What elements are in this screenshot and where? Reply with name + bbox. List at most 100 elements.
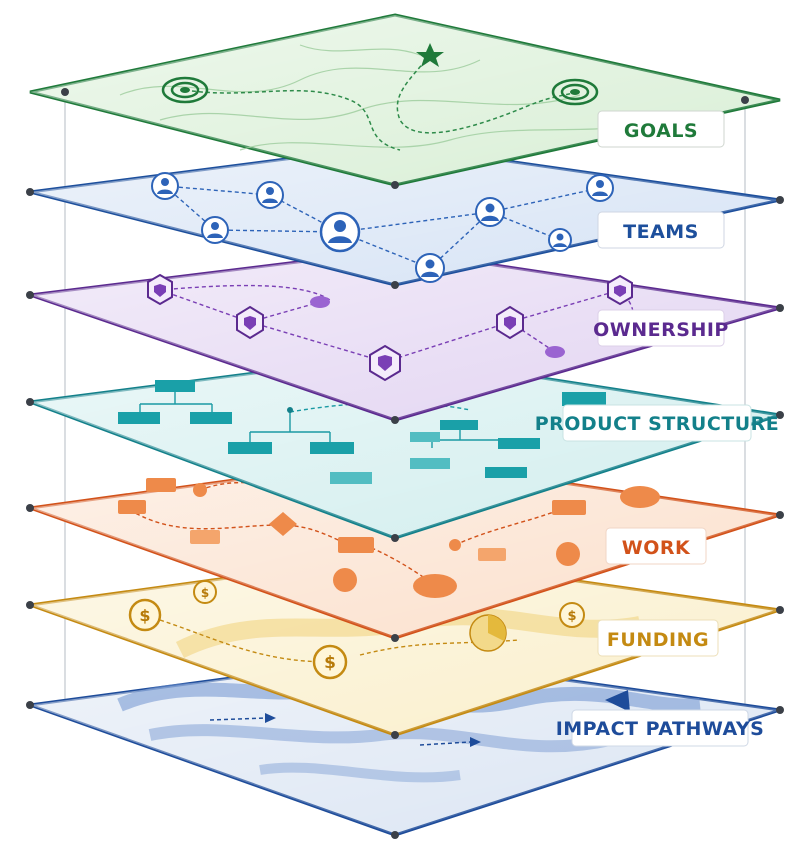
person-icon [319, 211, 361, 253]
pathway-band [259, 762, 461, 783]
post-cap [776, 304, 784, 312]
post-cap [776, 196, 784, 204]
dollar-icon: $ [312, 644, 348, 680]
star-icon [416, 43, 444, 67]
layer-product-structure [26, 353, 784, 542]
work-node [556, 542, 580, 566]
person-icon [548, 228, 572, 252]
work-task [118, 500, 146, 514]
svg-text:$: $ [201, 586, 209, 600]
funding-flow [159, 619, 331, 663]
post-cap [61, 88, 69, 96]
org-node [562, 392, 606, 406]
label-tag-funding: FUNDING [597, 619, 719, 657]
person-icon [415, 253, 445, 283]
ownership-node [310, 296, 330, 308]
post-cap [391, 731, 399, 739]
funding-flow [359, 639, 521, 656]
post-cap [776, 511, 784, 519]
work-task [190, 530, 220, 544]
dollar-icon: $ [559, 602, 585, 628]
goal-paths [184, 54, 576, 151]
post-cap [776, 411, 784, 419]
shield-icon [236, 305, 264, 340]
org-node [155, 380, 195, 392]
work-task [552, 500, 586, 515]
work-task [478, 548, 506, 561]
org-node [228, 442, 272, 454]
layer-funding: $ $ $ $ [26, 553, 784, 739]
layer-teams [26, 143, 784, 289]
label-tag-goals: GOALS [597, 110, 725, 148]
label-tag-product-structure: PRODUCT STRUCTURE [535, 404, 780, 442]
person-icon [475, 197, 505, 227]
label-tag-ownership: OWNERSHIP [593, 309, 729, 347]
work-node [449, 539, 461, 551]
work-node [413, 574, 457, 598]
pathway-band [148, 724, 612, 753]
layer-shine [30, 15, 780, 185]
org-node [485, 467, 527, 478]
post-cap [26, 398, 34, 406]
label-product-structure: PRODUCT STRUCTURE [535, 413, 780, 435]
pie-icon [469, 614, 507, 652]
person-icon [201, 216, 229, 244]
target-icon [161, 76, 209, 104]
svg-text:$: $ [324, 653, 336, 673]
layer-work [26, 456, 784, 642]
post-cap [776, 706, 784, 714]
work-flow [364, 544, 436, 586]
shield-icon [147, 273, 173, 306]
post-cap [391, 181, 399, 189]
org-junction [287, 407, 293, 413]
flow-arrow [419, 741, 471, 746]
post-cap [391, 534, 399, 542]
arrow-head [470, 737, 481, 747]
layer-goals [29, 13, 781, 189]
label-tag-teams: TEAMS [597, 211, 725, 249]
person-icon [151, 172, 179, 200]
layer-ownership [26, 248, 784, 424]
post-cap [26, 701, 34, 709]
shield-icon [607, 274, 633, 306]
layer-shine [30, 458, 780, 638]
org-node [118, 412, 160, 424]
org-node [410, 458, 450, 469]
arrow-head [605, 690, 630, 712]
post-cap [391, 831, 399, 839]
label-tag-impact-pathways: IMPACT PATHWAYS [556, 709, 765, 747]
person-icon [256, 181, 284, 209]
post-cap [26, 504, 34, 512]
post-cap [391, 634, 399, 642]
post-cap [391, 281, 399, 289]
label-ownership: OWNERSHIP [593, 319, 729, 341]
svg-text:$: $ [139, 606, 150, 625]
arrow-head [265, 713, 276, 723]
post-cap [26, 188, 34, 196]
post-cap [26, 291, 34, 299]
label-tag-work: WORK [605, 527, 707, 565]
shield-icon [496, 305, 524, 340]
label-work: WORK [622, 537, 691, 559]
work-flow [454, 504, 571, 546]
post-cap [391, 416, 399, 424]
shield-icon [369, 344, 401, 382]
label-goals: GOALS [624, 120, 698, 142]
flow-arrow [209, 717, 266, 721]
post-cap [26, 601, 34, 609]
label-impact-pathways: IMPACT PATHWAYS [556, 718, 765, 740]
target-icon [551, 78, 599, 106]
post-cap [776, 606, 784, 614]
org-node [440, 420, 478, 430]
work-node [333, 568, 357, 592]
work-node [620, 486, 660, 508]
org-node [190, 412, 232, 424]
ownership-node [545, 346, 565, 358]
label-funding: FUNDING [607, 629, 709, 651]
org-node [498, 438, 540, 449]
org-node [410, 432, 440, 442]
layer-labels: GOALS TEAMS OWNERSHIP PRODUCT STRUCTURE … [535, 110, 780, 747]
layer-shine [30, 555, 780, 735]
